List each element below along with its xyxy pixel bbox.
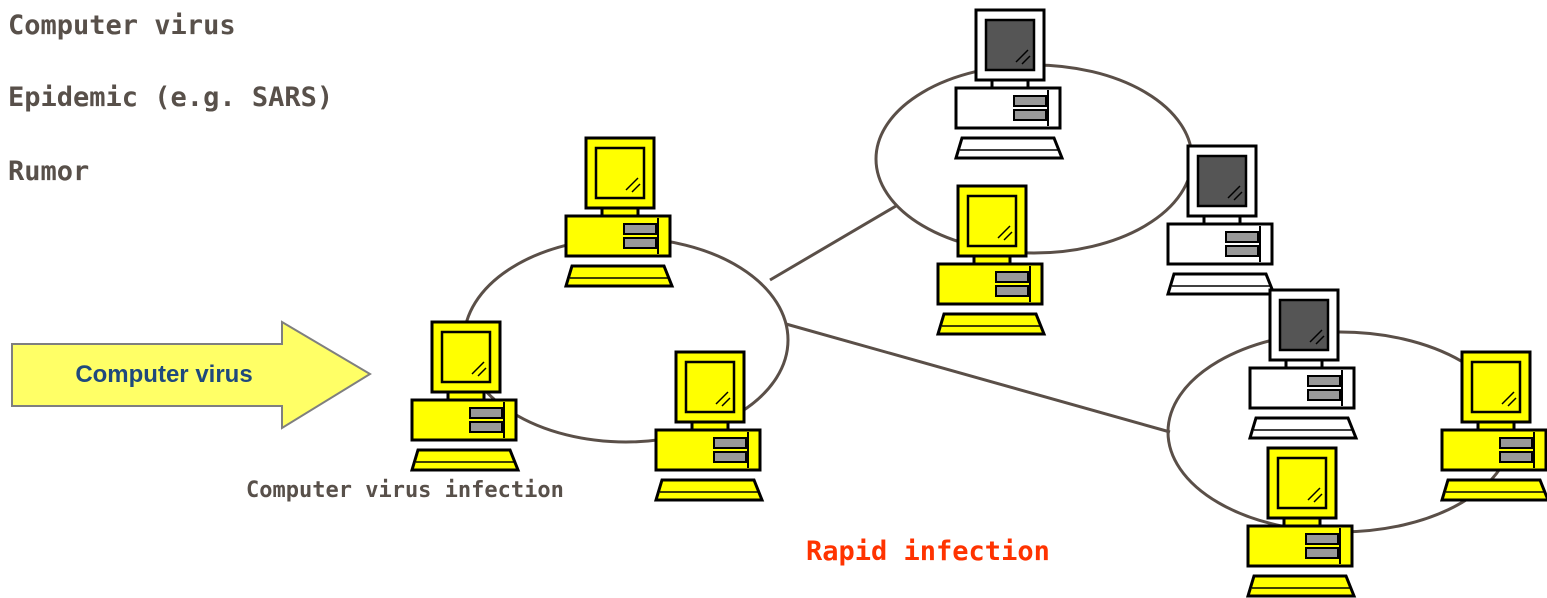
network-link-1-3 xyxy=(785,322,1171,434)
infected-computer-icon xyxy=(653,350,765,502)
infected-computer-icon xyxy=(563,136,675,288)
arrow-label: Computer virus xyxy=(75,361,253,388)
infected-computer-icon xyxy=(935,184,1047,336)
bullet-rumor: Rumor xyxy=(8,156,90,187)
clean-computer-icon xyxy=(953,8,1065,160)
infected-computer-icon xyxy=(409,320,521,472)
clean-computer-icon xyxy=(1165,144,1277,296)
diagram-caption: Computer virus infection xyxy=(246,478,564,503)
infected-computer-icon xyxy=(1439,350,1547,502)
network-link-1-2 xyxy=(769,204,897,282)
virus-entry-arrow xyxy=(11,320,372,430)
clean-computer-icon xyxy=(1247,288,1359,440)
bullet-computer-virus: Computer virus xyxy=(8,10,236,41)
bullet-epidemic: Epidemic (e.g. SARS) xyxy=(8,82,334,113)
rapid-infection-label: Rapid infection xyxy=(806,536,1050,567)
infected-computer-icon xyxy=(1245,446,1357,598)
